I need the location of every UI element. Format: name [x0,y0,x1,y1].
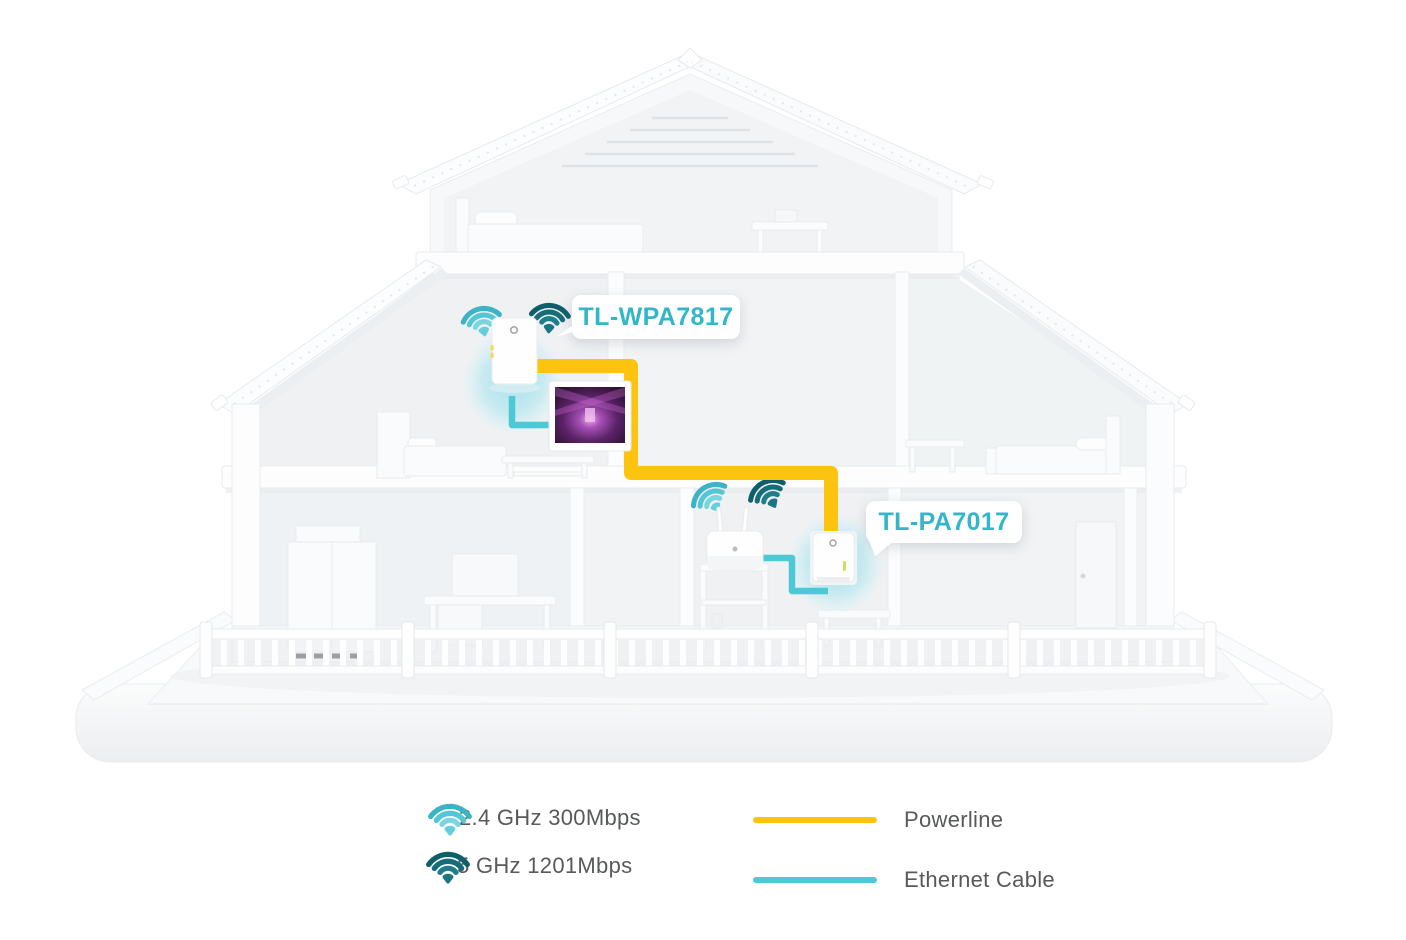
device-label-bubble-downstairs: TL-PA7017 [866,501,1022,543]
legend-label-5ghz: 5 GHz 1201Mbps [457,853,633,878]
router-device [706,506,764,570]
led-indicator [843,561,846,571]
front-fence [199,621,1217,679]
legend-item-ethernet: Ethernet Cable [753,867,1055,893]
middle-roof [210,259,1196,420]
legend-item-24ghz: 2.4 GHz 300Mbps [426,798,641,838]
powerline-cable [536,359,838,547]
powerline-adapter-device [810,531,857,585]
middle-floor-furniture [376,411,1121,479]
wifi-2-4ghz-icon [430,806,470,836]
gable-roof [392,47,994,195]
tp-link-logo [509,325,518,334]
legend-label-ethernet: Ethernet Cable [904,867,1055,892]
tp-link-logo [829,539,837,547]
legend-item-5ghz: 5 GHz 1201Mbps [424,846,632,886]
powerline-line-swatch [753,817,877,823]
ethernet-line-swatch [753,877,877,883]
left-exterior-wall [231,403,261,637]
device-model-label: TL-WPA7817 [578,302,734,331]
door [1075,521,1117,629]
ethernet-cable-router-to-adapter [757,554,828,595]
legend-label-powerline: Powerline [904,807,1004,832]
house-structure [210,47,1196,663]
attic-bed [455,197,644,257]
device-label-bubble-upstairs: TL-WPA7817 [572,295,740,339]
powerline-extender-device [489,317,541,393]
legend-item-powerline: Powerline [753,807,1003,833]
led-indicator [490,352,494,358]
attic-table [751,209,829,259]
right-exterior-wall [1145,403,1175,637]
tv-screen [548,380,632,452]
wifi-5ghz-icon [428,854,468,884]
gable-vent-louvers [562,116,818,168]
legend-label-24ghz: 2.4 GHz 300Mbps [459,805,641,830]
attic [415,73,965,279]
ethernet-cable-extender-to-tv [508,396,557,429]
led-indicator [490,345,494,351]
device-model-label: TL-PA7017 [878,507,1010,536]
